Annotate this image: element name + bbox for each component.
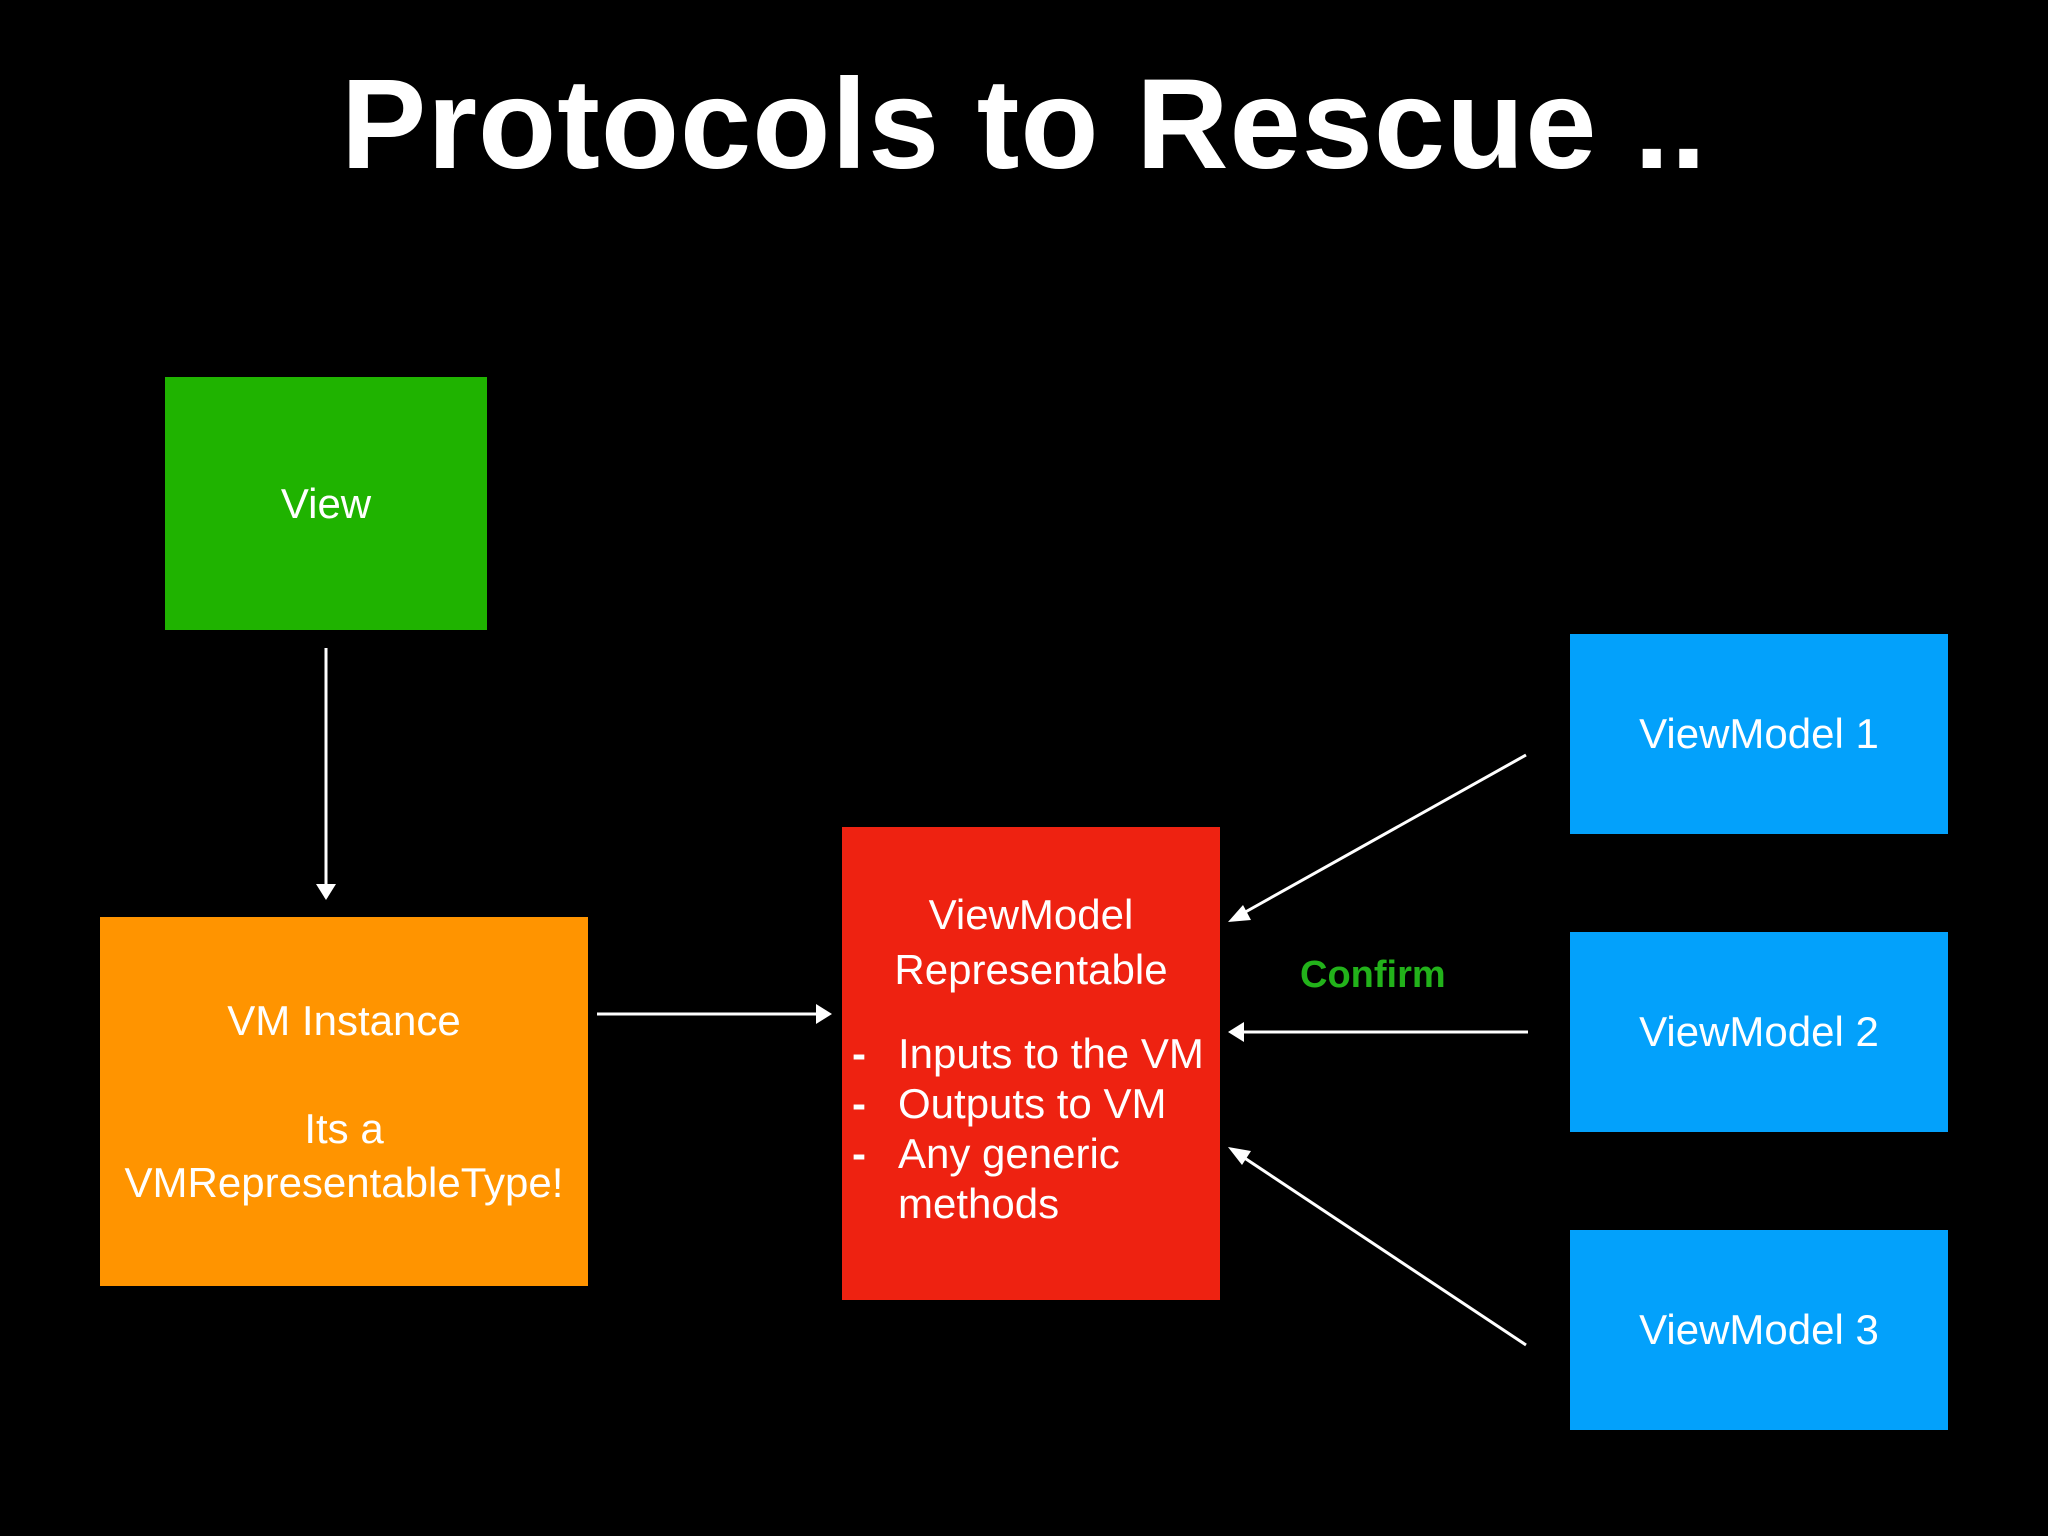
viewmodel-2-box: ViewModel 2 — [1570, 932, 1948, 1132]
arrowhead-view-to-vm-instance — [316, 884, 336, 900]
viewmodel-3-box: ViewModel 3 — [1570, 1230, 1948, 1430]
arrowhead-vm-instance-to-representable — [816, 1004, 832, 1024]
bullet-dash: - — [852, 1030, 866, 1077]
list-item-text: Inputs to the VM — [898, 1030, 1204, 1077]
confirm-label: Confirm — [1300, 954, 1446, 996]
viewmodel-representable-title-line2: Representable — [894, 946, 1168, 993]
viewmodel-representable-title-line1: ViewModel — [928, 891, 1134, 938]
viewmodel-1-label: ViewModel 1 — [1639, 710, 1879, 757]
list-item-text: Outputs to VM — [898, 1080, 1167, 1127]
arrow-viewmodel3-to-representable — [1239, 1153, 1527, 1347]
list-item: - Inputs to the VM — [842, 1029, 1220, 1079]
vm-instance-note-line2: VMRepresentableType! — [124, 1158, 564, 1206]
protocol-members-list: - Inputs to the VM - Outputs to VM - Any… — [842, 1029, 1220, 1229]
viewmodel-3-label: ViewModel 3 — [1639, 1306, 1879, 1353]
bullet-dash: - — [852, 1080, 866, 1127]
list-item: - Any generic methods — [842, 1129, 1220, 1229]
viewmodel-2-label: ViewModel 2 — [1639, 1008, 1879, 1055]
list-item-text: Any generic methods — [898, 1130, 1120, 1227]
arrowhead-viewmodel1-to-representable — [1228, 905, 1251, 922]
slide-title: Protocols to Rescue .. — [340, 53, 1708, 196]
arrow-viewmodel1-to-representable — [1239, 753, 1527, 917]
vm-instance-box: VM Instance Its a VMRepresentableType! — [100, 917, 588, 1286]
arrowhead-viewmodel2-to-representable — [1228, 1022, 1244, 1042]
bullet-dash: - — [852, 1130, 866, 1177]
view-box: View — [165, 377, 487, 630]
vm-instance-label: VM Instance — [227, 996, 461, 1044]
arrowhead-viewmodel3-to-representable — [1228, 1147, 1251, 1165]
viewmodel-1-box: ViewModel 1 — [1570, 634, 1948, 834]
view-label: View — [280, 479, 372, 527]
vm-instance-note-line1: Its a — [304, 1104, 384, 1152]
viewmodel-representable-box: ViewModel Representable - Inputs to the … — [842, 827, 1220, 1300]
list-item: - Outputs to VM — [842, 1079, 1220, 1129]
